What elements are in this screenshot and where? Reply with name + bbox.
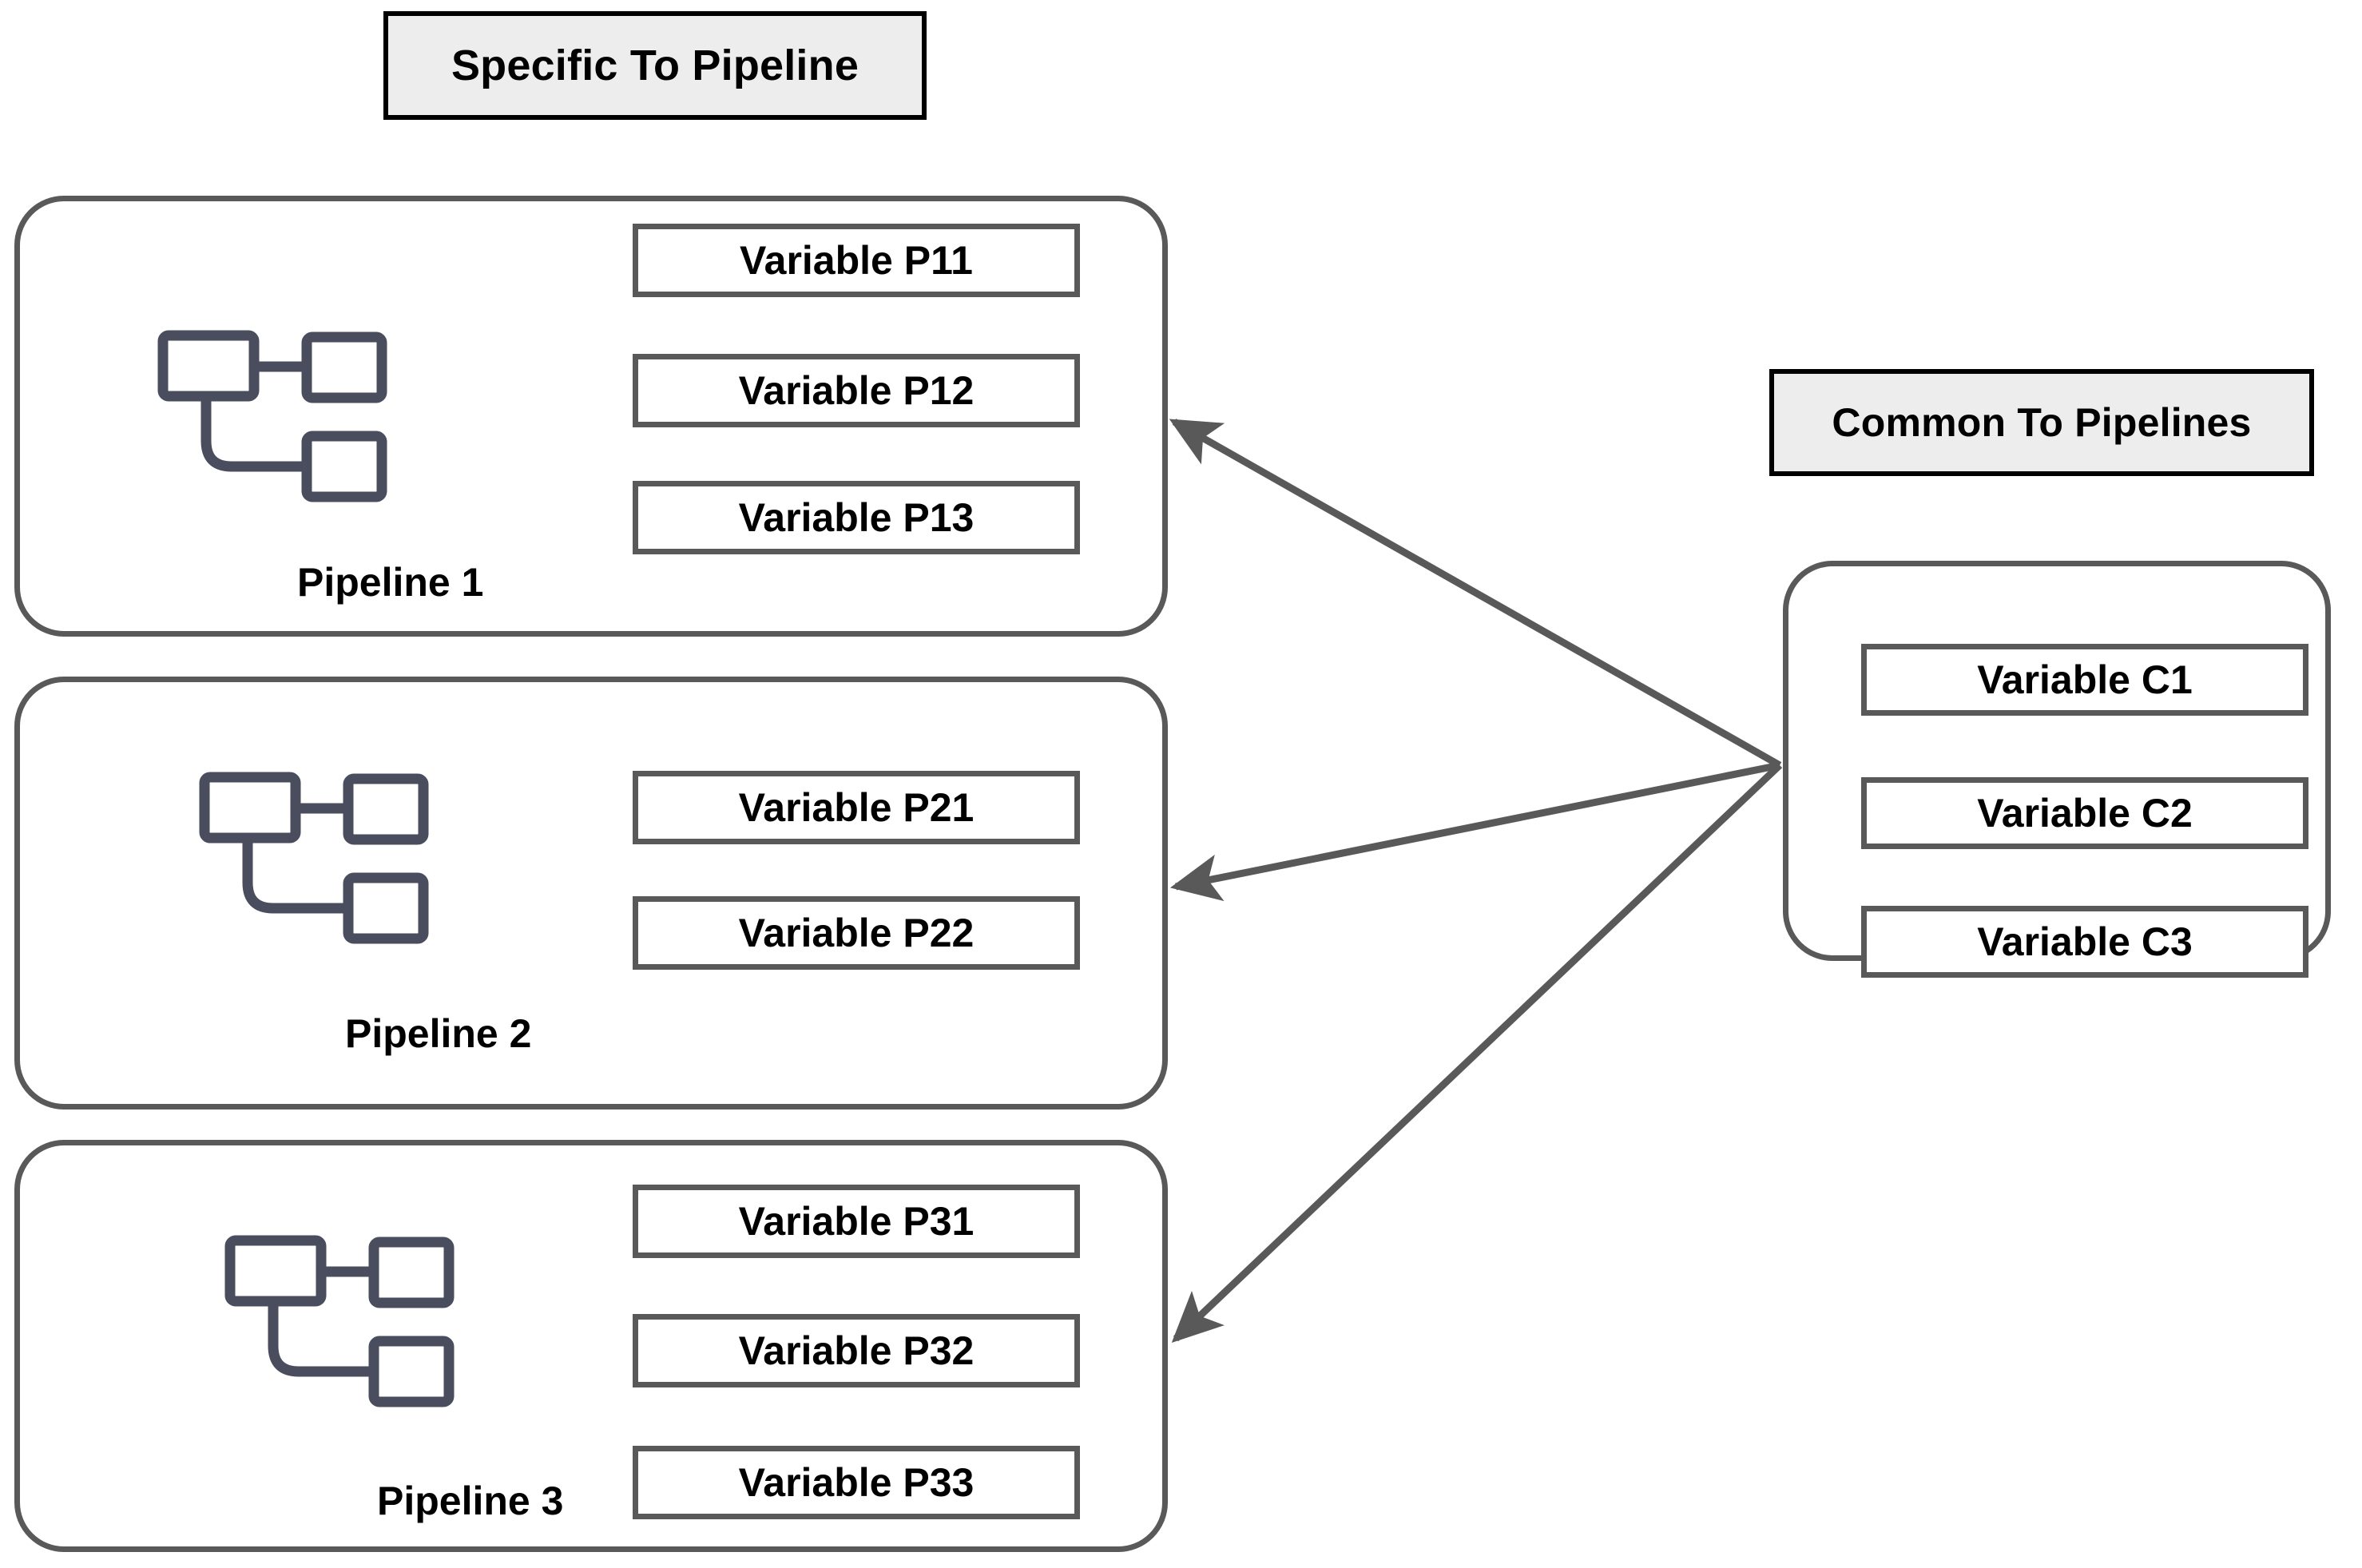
variable-box-p32[interactable]: Variable P32: [633, 1314, 1080, 1387]
variable-box-p11[interactable]: Variable P11: [633, 224, 1080, 297]
variable-box-p12[interactable]: Variable P12: [633, 354, 1080, 427]
variable-box-p31[interactable]: Variable P31: [633, 1185, 1080, 1258]
specific-to-pipeline-title: Specific To Pipeline: [383, 11, 927, 120]
variable-box-p22[interactable]: Variable P22: [633, 896, 1080, 970]
pipeline-caption-3: Pipeline 3: [377, 1479, 564, 1523]
pipeline-flow-icon: [157, 330, 387, 502]
variable-box-p33[interactable]: Variable P33: [633, 1446, 1080, 1519]
pipeline-flow-icon: [224, 1235, 455, 1407]
arrow-common-to-pipeline-2: [1169, 761, 1780, 902]
variable-box-p21[interactable]: Variable P21: [633, 771, 1080, 844]
arrow-common-to-pipeline-1: [1169, 419, 1782, 768]
pipeline-flow-icon: [199, 772, 429, 944]
variable-box-c2[interactable]: Variable C2: [1861, 777, 2308, 849]
common-variables-group: [1783, 561, 2331, 961]
pipeline-caption-1: Pipeline 1: [297, 560, 484, 605]
pipeline-group-2: [14, 677, 1168, 1110]
pipeline-caption-2: Pipeline 2: [345, 1011, 532, 1056]
common-to-pipelines-title: Common To Pipelines: [1769, 369, 2314, 476]
arrow-common-to-pipeline-3: [1171, 762, 1783, 1343]
variable-box-c3[interactable]: Variable C3: [1861, 906, 2308, 978]
variable-box-p13[interactable]: Variable P13: [633, 481, 1080, 554]
variable-box-c1[interactable]: Variable C1: [1861, 644, 2308, 716]
